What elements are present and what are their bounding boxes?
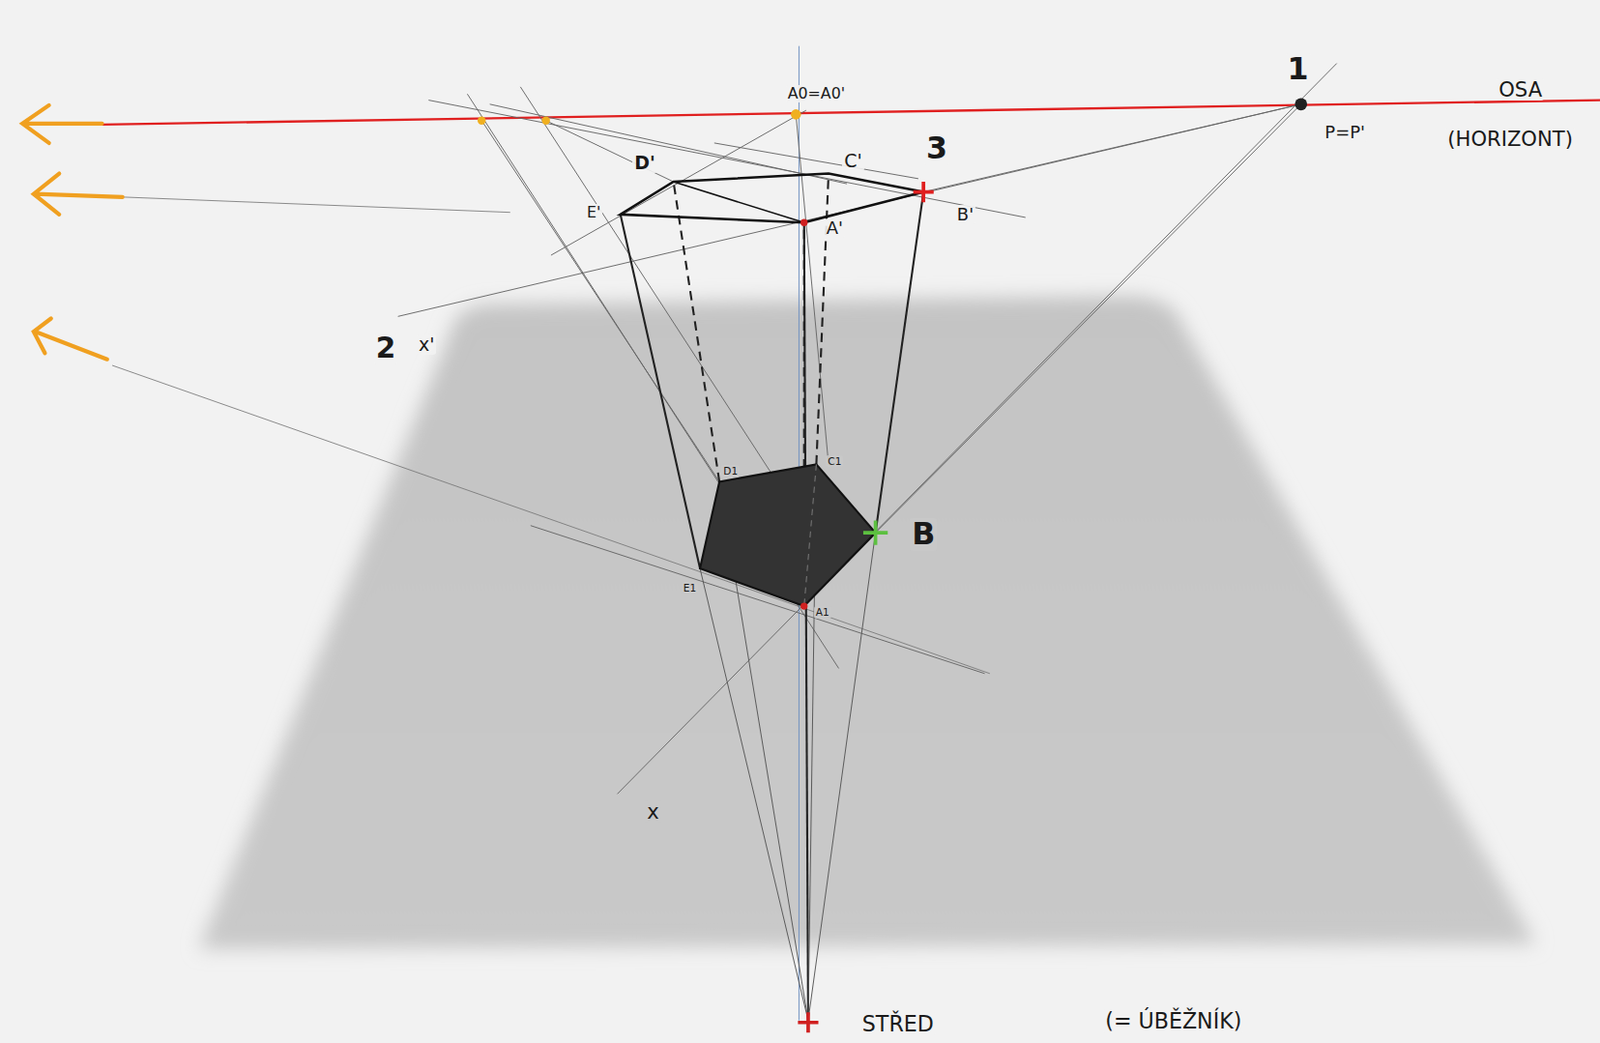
construction-line: [122, 197, 511, 213]
drawing-label: E': [584, 203, 603, 222]
drawing-label: STŘED: [860, 1012, 936, 1036]
ground-plane: [199, 295, 1537, 950]
drawing-label: D1: [721, 465, 740, 478]
drawing-label: C': [842, 150, 864, 172]
drawing-label: A1: [814, 606, 832, 619]
axis-points: [477, 109, 802, 125]
drawing-label: x': [416, 334, 437, 355]
base-pentagon: [699, 464, 876, 607]
drawing-label: C1: [825, 455, 844, 468]
point-a1: [800, 602, 808, 610]
pentagon-diagonal: [673, 181, 805, 223]
drawing-label: 3: [924, 132, 950, 166]
drawing-label: D': [632, 152, 658, 174]
drawing-label: (= ÚBĚŽNÍK): [1103, 1009, 1244, 1033]
drawing-label: 1: [1285, 53, 1311, 87]
drawing-label: 2: [374, 333, 399, 365]
drawing-label: B: [909, 518, 937, 552]
point-1: [1294, 97, 1308, 111]
drawing-label: A': [824, 218, 845, 238]
thin-rays: [699, 464, 876, 1020]
axis-line: [102, 100, 1600, 125]
drawing-label: E1: [681, 581, 699, 595]
drawing-label: A0=A0': [785, 85, 847, 103]
drawing-label: B': [955, 204, 976, 225]
drawing-label: P=P': [1322, 122, 1368, 143]
projection-rays: [620, 174, 924, 1021]
drawing-label: x: [644, 800, 661, 823]
construction-line: [112, 365, 990, 674]
construction-lines: [398, 46, 1338, 1021]
cross-marks: [797, 181, 933, 1033]
drawing-label: (HORIZONT): [1445, 127, 1575, 150]
drawing-label: OSA: [1496, 78, 1544, 101]
hidden-edge: [804, 464, 817, 607]
point-a-prime: [800, 219, 808, 227]
image-pentagon: [620, 174, 924, 224]
direction-arrows: [22, 105, 122, 360]
